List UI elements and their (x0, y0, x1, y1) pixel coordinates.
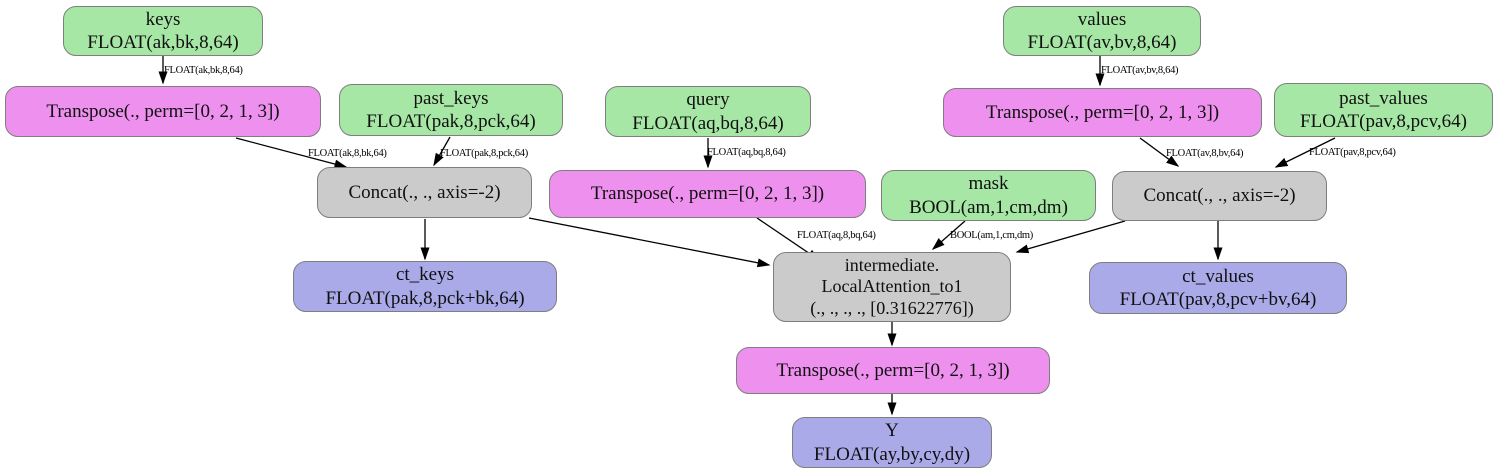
node-concat-keys-label: Concat(., ., axis=-2) (348, 181, 501, 203)
node-ct-values-title: ct_values (1182, 265, 1254, 287)
edge-label-transpose-v-to-concat: FLOAT(av,8,bv,64) (1166, 148, 1244, 159)
node-local-attention-line1: intermediate. (844, 254, 940, 275)
node-transpose-keys: Transpose(., perm=[0, 2, 1, 3]) (5, 86, 321, 137)
node-transpose-query: Transpose(., perm=[0, 2, 1, 3]) (549, 170, 866, 218)
edge-label-transpose-q-to-attn: FLOAT(aq,8,bq,64) (797, 230, 876, 241)
node-past-keys: past_keys FLOAT(pak,8,pck,64) (339, 84, 563, 136)
node-past-values-type: FLOAT(pav,8,pcv,64) (1300, 111, 1467, 132)
node-ct-values-type: FLOAT(pav,8,pcv+bv,64) (1119, 289, 1317, 310)
edge-concat-keys-to-attention (528, 217, 771, 268)
node-query-type: FLOAT(aq,bq,8,64) (632, 112, 784, 134)
node-transpose-out: Transpose(., perm=[0, 2, 1, 3]) (736, 347, 1050, 394)
node-past-values: past_values FLOAT(pav,8,pcv,64) (1274, 83, 1493, 137)
edge-label-query-to-transpose: FLOAT(aq,bq,8,64) (707, 147, 786, 158)
node-y-output: Y FLOAT(ay,by,cy,dy) (792, 417, 992, 468)
node-past-keys-type: FLOAT(pak,8,pck,64) (366, 111, 536, 132)
node-ct-values: ct_values FLOAT(pav,8,pcv+bv,64) (1089, 262, 1347, 314)
edge-label-mask-to-attn: BOOL(am,1,cm,dm) (950, 230, 1033, 241)
node-mask: mask BOOL(am,1,cm,dm) (881, 170, 1096, 221)
edge-concat-values-to-attention (1015, 220, 1126, 254)
node-past-keys-title: past_keys (413, 87, 489, 109)
node-transpose-out-label: Transpose(., perm=[0, 2, 1, 3]) (776, 359, 1010, 381)
node-local-attention-line2: LocalAttention_to1 (821, 276, 963, 297)
node-query: query FLOAT(aq,bq,8,64) (605, 86, 811, 137)
node-ct-keys: ct_keys FLOAT(pak,8,pck+bk,64) (293, 261, 557, 312)
edge-transpose-keys-to-concat-keys (235, 137, 348, 169)
node-concat-values: Concat(., ., axis=-2) (1112, 171, 1327, 221)
node-transpose-values: Transpose(., perm=[0, 2, 1, 3]) (943, 88, 1262, 137)
node-y-output-title: Y (885, 420, 899, 442)
node-y-output-type: FLOAT(ay,by,cy,dy) (813, 443, 971, 465)
node-concat-values-label: Concat(., ., axis=-2) (1143, 185, 1296, 207)
node-transpose-keys-label: Transpose(., perm=[0, 2, 1, 3]) (46, 100, 280, 122)
edge-mask-to-attention (931, 220, 966, 250)
edge-label-keys-to-transpose: FLOAT(ak,bk,8,64) (164, 65, 243, 76)
node-values: values FLOAT(av,bv,8,64) (1003, 6, 1201, 56)
edge-label-values-to-transpose: FLOAT(av,bv,8,64) (1101, 65, 1179, 76)
node-transpose-values-label: Transpose(., perm=[0, 2, 1, 3]) (985, 101, 1220, 123)
edge-past-keys-to-concat-keys (433, 136, 451, 167)
node-ct-keys-title: ct_keys (395, 264, 455, 286)
node-concat-keys: Concat(., ., axis=-2) (317, 167, 532, 218)
node-values-title: values (1077, 8, 1127, 30)
node-ct-keys-type: FLOAT(pak,8,pck+bk,64) (325, 287, 525, 309)
node-keys-title: keys (145, 8, 181, 30)
node-mask-title: mask (968, 173, 1009, 195)
node-local-attention: intermediate. LocalAttention_to1 (., ., … (773, 252, 1011, 322)
edge-transpose-values-to-concat (1139, 137, 1180, 167)
node-query-title: query (686, 89, 730, 111)
edge-label-transpose-k-to-concat: FLOAT(ak,8,bk,64) (308, 148, 387, 159)
node-values-type: FLOAT(av,bv,8,64) (1027, 32, 1177, 53)
edge-past-values-to-concat (1274, 137, 1336, 168)
node-keys: keys FLOAT(ak,bk,8,64) (63, 6, 263, 56)
node-local-attention-line3: (., ., ., ., [0.31622776]) (810, 297, 974, 318)
node-keys-type: FLOAT(ak,bk,8,64) (87, 32, 239, 53)
edge-label-past-values-to-concat: FLOAT(pav,8,pcv,64) (1309, 147, 1396, 158)
edge-label-past-keys-to-concat: FLOAT(pak,8,pck,64) (440, 148, 528, 159)
node-past-values-title: past_values (1339, 87, 1428, 109)
node-transpose-query-label: Transpose(., perm=[0, 2, 1, 3]) (590, 183, 825, 205)
node-mask-type: BOOL(am,1,cm,dm) (909, 196, 1068, 218)
